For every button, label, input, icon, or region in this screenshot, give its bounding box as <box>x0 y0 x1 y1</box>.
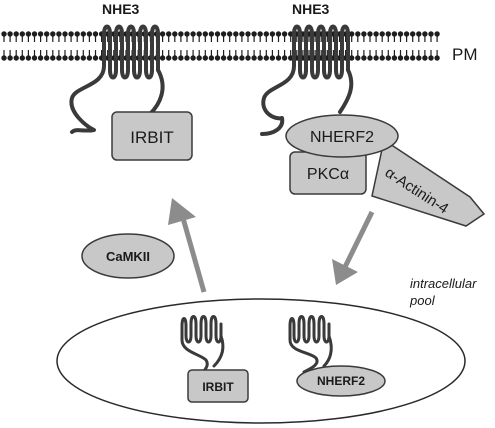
nherf2-ellipse <box>285 114 399 158</box>
camkii-ellipse <box>81 233 175 279</box>
nhe3-right-protein <box>260 24 354 136</box>
pool-nhe3-right <box>288 315 333 374</box>
pool-nherf2-ellipse <box>296 365 386 397</box>
pkc-alpha-label: PKCα <box>307 166 349 183</box>
intracellular-label: intracellular <box>410 276 477 291</box>
pool-label: pool <box>409 293 436 308</box>
exocytosis-arrow <box>168 198 207 293</box>
nhe3-right-label: NHE3 <box>292 1 330 17</box>
pool-irbit-box <box>187 369 249 403</box>
pm-label: PM <box>452 45 478 64</box>
camkii-label: CaMKII <box>106 249 150 264</box>
pool-nherf2-label: NHERF2 <box>317 374 365 388</box>
alpha-actinin-4-shape <box>371 138 486 227</box>
irbit-label: IRBIT <box>130 128 173 147</box>
irbit-box <box>111 111 193 161</box>
nhe3-left-label: NHE3 <box>102 1 140 17</box>
plasma-membrane <box>1 31 440 61</box>
intracellular-pool-vesicle <box>56 298 466 424</box>
nherf2-label: NHERF2 <box>310 129 374 146</box>
pool-irbit-label: IRBIT <box>202 380 234 394</box>
endocytosis-arrow <box>332 210 375 285</box>
